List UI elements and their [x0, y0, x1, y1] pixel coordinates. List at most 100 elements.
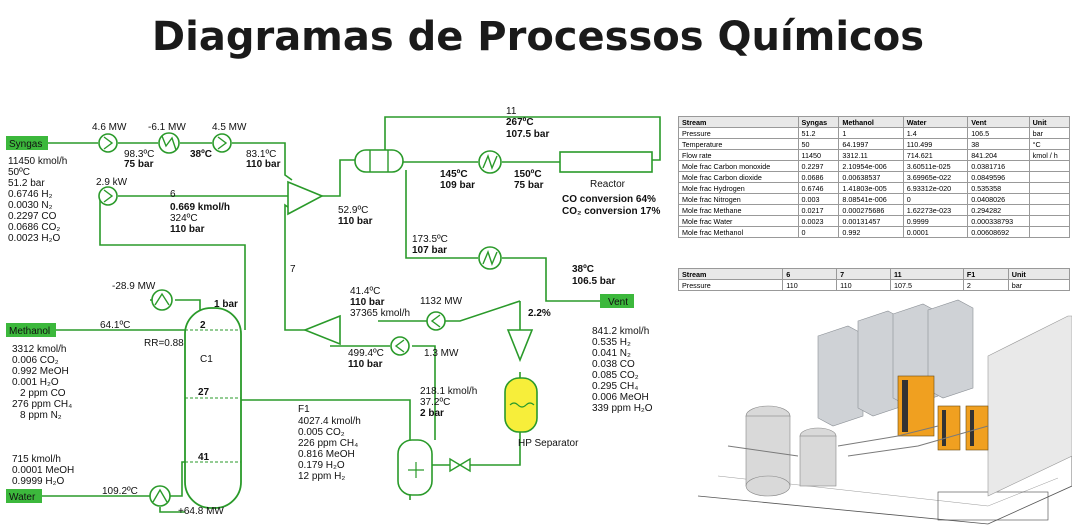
hp-separator-label: HP Separator — [518, 438, 579, 449]
reboiler-temp: 109.2ºC — [102, 486, 138, 497]
table-cell: 1 — [838, 127, 904, 139]
table-cell: 8.08541e-006 — [838, 193, 904, 205]
s38-temp: 38ºC — [190, 149, 212, 160]
co-conversion: CO conversion 64% — [562, 194, 656, 205]
table-cell: 0.992 — [838, 226, 904, 238]
f1-co2: 0.005 CO₂ — [298, 427, 345, 438]
methanol-label: Methanol — [9, 326, 50, 337]
s6-temp: 324ºC — [170, 213, 198, 224]
s6-id: 6 — [170, 189, 176, 200]
table-cell: 3.60511e-025 — [902, 160, 969, 172]
comp2-power: 4.5 MW — [212, 122, 247, 133]
table-header: 6 — [782, 268, 838, 280]
page-title: Diagramas de Processos Químicos — [151, 14, 925, 60]
table-cell: 714.621 — [902, 149, 969, 161]
table-cell: 0.00131457 — [838, 215, 904, 227]
table-cell: 841.204 — [967, 149, 1030, 161]
vent-h2: 0.535 H₂ — [592, 337, 631, 348]
heat-out-temp: 150ºC — [514, 169, 542, 180]
cool2-temp: 38ºC — [572, 264, 594, 275]
purge-splitter-icon — [506, 329, 534, 363]
comp1-power: 4.6 MW — [92, 122, 127, 133]
reactor-icon — [559, 151, 653, 173]
water-meoh: 0.0001 MeOH — [12, 465, 74, 476]
table-cell: Pressure — [678, 127, 799, 139]
liq-flow: 218.1 kmol/h — [420, 386, 477, 397]
meoh-n2: 8 ppm N₂ — [20, 410, 62, 421]
compressor-3-icon — [426, 311, 446, 331]
water-label: Water — [9, 492, 36, 503]
table-cell: 0 — [797, 226, 840, 238]
column-label: C1 — [200, 354, 213, 365]
syngas-temp: 50ºC — [8, 167, 30, 178]
table-cell: Pressure — [677, 279, 784, 291]
table-cell: 0.000338793 — [967, 215, 1030, 227]
table-header-row: Stream Syngas Methanol Water Vent Unit — [678, 116, 1071, 128]
comp4-temp: 499.4ºC — [348, 348, 384, 359]
syngas-press: 51.2 bar — [8, 178, 45, 189]
table-cell: 110 — [782, 279, 838, 291]
s173-temp: 173.5ºC — [412, 234, 448, 245]
recycle-power: 2.9 kW — [96, 177, 128, 188]
s11-id: 11 — [506, 106, 517, 117]
water-flow: 715 kmol/h — [12, 454, 61, 465]
mix-press: 110 bar — [338, 216, 373, 227]
table-cell: Mole frac Methanol — [678, 226, 799, 238]
table-cell: Mole frac Carbon dioxide — [678, 171, 799, 183]
table-cell: 0.294282 — [967, 204, 1030, 216]
meoh-flow: 3312 kmol/h — [12, 344, 66, 355]
plant-3d-render-image — [688, 296, 1072, 532]
mix-temp: 52.9ºC — [338, 205, 368, 216]
hp-separator-icon — [504, 377, 538, 433]
cool2-press: 106.5 bar — [572, 276, 615, 287]
meoh-co: 2 ppm CO — [20, 388, 66, 399]
table-cell: 1.41803e-005 — [838, 182, 904, 194]
comp4-power: 1.3 MW — [424, 348, 459, 359]
table-cell: °C — [1028, 138, 1071, 150]
table-header: Vent — [967, 116, 1030, 128]
methanol-temp: 64.1ºC — [100, 320, 130, 331]
table-cell: 0.0408026 — [967, 193, 1030, 205]
table-cell: 3312.11 — [838, 149, 904, 161]
syngas-co: 0.2297 CO — [8, 211, 57, 222]
table-cell: 110 — [836, 279, 891, 291]
top-press: 1 bar — [214, 299, 238, 310]
table-cell: bar — [1007, 279, 1071, 291]
rec-temp: 41.4ºC — [350, 286, 380, 297]
table-cell: 0.0001 — [902, 226, 969, 238]
table-cell: 0.003 — [797, 193, 840, 205]
meoh-meoh: 0.992 MeOH — [12, 366, 69, 377]
reboiler-duty: +64.8 MW — [178, 506, 224, 517]
plant-3d-render-drawing — [688, 296, 1072, 532]
liq-press: 2 bar — [420, 408, 444, 419]
table-cell: 51.2 — [797, 127, 840, 139]
tray-41: 41 — [198, 452, 210, 463]
vent-ch4: 0.295 CH₄ — [592, 381, 638, 392]
table-cell: 0.0217 — [797, 204, 840, 216]
compressor-2-icon — [212, 133, 232, 153]
table-cell: 0.2297 — [797, 160, 840, 172]
table-header: Unit — [1028, 116, 1071, 128]
vent-co: 0.038 CO — [592, 359, 635, 370]
comp3-power: 1132 MW — [420, 296, 463, 307]
table-cell — [1028, 215, 1071, 227]
table-header-row: Stream 6 7 11 F1 Unit — [677, 268, 1071, 280]
table-cell: 0.00608692 — [967, 226, 1030, 238]
table-cell — [1028, 204, 1071, 216]
s98-temp: 98.3ºC — [124, 149, 154, 160]
table-cell — [1028, 182, 1071, 194]
hx-out-temp: 145ºC — [440, 169, 468, 180]
table-cell: 0.0849596 — [967, 171, 1030, 183]
meoh-h2o: 0.001 H₂O — [12, 377, 59, 388]
table-cell — [1028, 171, 1071, 183]
syngas-flow: 11450 kmol/h — [8, 156, 67, 167]
compressor-1-icon — [98, 133, 118, 153]
vent-stream-box — [600, 294, 634, 308]
table-cell: 1.62273e-023 — [902, 204, 969, 216]
